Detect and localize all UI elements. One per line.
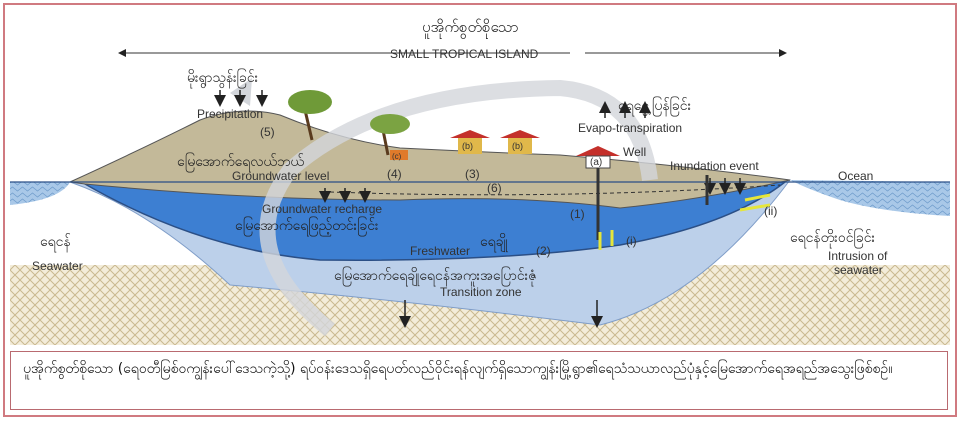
svg-text:(3): (3) [465,167,480,181]
svg-text:(ii): (ii) [764,204,777,218]
inundation-label: Inundation event [670,159,759,173]
intrusion-arrows [598,193,771,250]
island-land [68,110,791,209]
title-english: SMALL TROPICAL ISLAND [390,47,539,61]
transition-my-label: မြေအောက်ရေချိုရေငန်အကူးအပြောင်းဇုံ [334,267,537,286]
svg-text:(2): (2) [536,244,551,258]
island-diagram: ပူအိုက်စွတ်စိုသော SMALL TROPICAL ISLAND … [10,18,950,345]
seawater-label: Seawater [32,259,83,273]
svg-text:(a): (a) [590,157,602,168]
figure-border [3,3,957,417]
svg-text:(c): (c) [392,152,402,161]
intrusion-label-2: seawater [834,263,883,277]
precipitation-label: Precipitation [197,107,263,121]
svg-text:(6): (6) [487,181,502,195]
svg-text:(b): (b) [462,141,473,151]
svg-text:(b): (b) [512,141,523,151]
intrusion-my-label: ရေငန်တိုးဝင်ခြင်း [790,229,875,248]
ocean-label: Ocean [838,169,873,183]
well-label: Well [623,145,646,159]
freshwater-label: Freshwater [410,244,470,258]
svg-text:(5): (5) [260,125,275,139]
freshwater-my-label: ရေချို [480,234,508,252]
intrusion-label-1: Intrusion of [828,249,888,263]
evapo-label: Evapo-transpiration [578,121,682,135]
title-myanmar: ပူအိုက်စွတ်စိုသော [422,18,519,39]
svg-text:(4): (4) [387,167,402,181]
gw-level-label: Groundwater level [232,169,329,183]
ocean-right [790,180,950,216]
trees [288,90,410,156]
gw-level-my-label: မြေအောက်ရေလယ်ဘယ် [177,153,304,172]
transition-label: Transition zone [440,285,522,299]
evapo-my-label: ရေငွေ့ပြန်ခြင်း [618,97,692,116]
ocean-left [10,182,70,205]
precipitation-my-label: မိုးရွာသွန်းခြင်း [187,69,259,88]
figure-caption: ပူအိုက်စွတ်စိုသော (ရေဝတီမြစ်ဝကျွန်းပေါ်ဒ… [10,351,948,410]
water-table-line [329,184,781,196]
markers: (1) (2) (3) (4) (5) (6) (a) (b) (b) (c) … [260,125,777,258]
seawater-my-label: ရေငန် [40,234,71,252]
recharge-label: Groundwater recharge [262,202,382,216]
recharge-my-label: မြေအောက်ရေဖြည့်တင်းခြင်း [235,217,379,236]
svg-text:(i): (i) [626,234,637,248]
houses [390,130,709,240]
svg-text:(1): (1) [570,207,585,221]
